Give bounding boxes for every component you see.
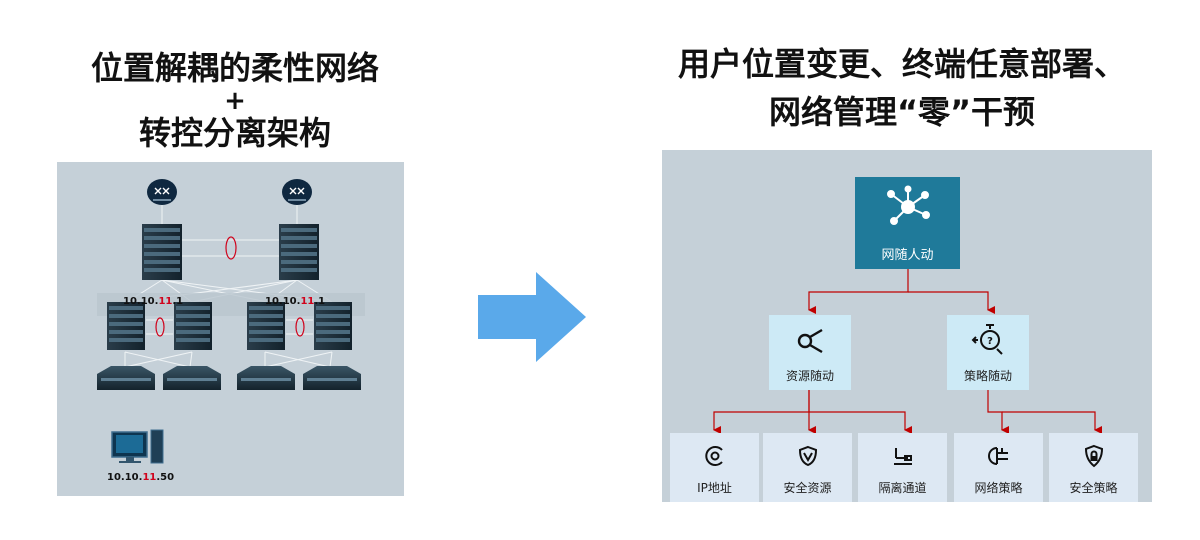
leaf-ip-address-label: IP地址 — [697, 481, 732, 495]
left-group-ip: 10.10.11.1 — [123, 296, 184, 307]
left-title-line1: 位置解耦的柔性网络 — [90, 49, 379, 87]
policy-timer-icon: ? — [971, 324, 1003, 355]
ip-address-icon — [705, 446, 723, 466]
leaf-isolation-channel: 隔离通道 — [858, 433, 947, 502]
core-stack-ring — [225, 236, 237, 260]
terminal-ip: 10.10.11.50 — [107, 472, 175, 483]
terminal-pc-icon — [111, 429, 164, 464]
left-title-plus: + — [224, 85, 246, 116]
isolation-channel-icon — [894, 448, 912, 465]
root-node: 网随人动 — [855, 177, 960, 269]
root-label: 网随人动 — [881, 248, 934, 263]
left-title: 位置解耦的柔性网络 + 转控分离架构 — [60, 48, 410, 155]
leaf-network-policy: 网络策略 — [954, 433, 1043, 502]
leaf-isolation-channel-label: 隔离通道 — [878, 481, 927, 495]
aggregation-switch-group-left — [107, 302, 212, 350]
network-topology-panel: 10.10.11.1 10.10.11.1 10.10.11.50 — [57, 162, 404, 496]
right-title: 用户位置变更、终端任意部署、 网络管理“零”干预 — [662, 40, 1142, 136]
architecture-panel: 网随人动 资源随动 ? 策略随动 — [662, 150, 1152, 502]
leaf-security-resource-label: 安全资源 — [783, 481, 832, 495]
leaf-security-resource: 安全资源 — [763, 433, 852, 502]
access-switches — [97, 366, 361, 390]
left-title-line3: 转控分离架构 — [138, 113, 331, 152]
network-hub-icon — [887, 185, 930, 225]
right-title-line1: 用户位置变更、终端任意部署、 — [677, 45, 1126, 83]
network-policy-icon — [988, 447, 1008, 465]
leaf-network-policy-label: 网络策略 — [974, 481, 1023, 495]
router-right — [282, 179, 312, 205]
leaf-ip-address: IP地址 — [670, 433, 759, 502]
right-title-line2: 网络管理“零”干预 — [768, 93, 1036, 131]
hierarchy-connectors — [713, 269, 1102, 434]
share-node-icon — [797, 328, 823, 354]
branch-resource-label: 资源随动 — [785, 369, 834, 383]
core-switch-left — [142, 224, 182, 280]
network-topology-diagram — [97, 179, 365, 464]
network-links — [124, 205, 333, 368]
leaf-security-policy-label: 安全策略 — [1069, 481, 1118, 495]
security-lock-icon — [1084, 444, 1104, 468]
shield-icon — [798, 445, 818, 467]
branch-policy: ? 策略随动 — [947, 315, 1029, 390]
branch-policy-label: 策略随动 — [963, 369, 1012, 383]
aggregation-stack-ring-left — [155, 317, 165, 337]
aggregation-stack-ring-right — [295, 317, 305, 337]
leaf-security-policy: 安全策略 — [1049, 433, 1138, 502]
router-left — [147, 179, 177, 205]
svg-text:?: ? — [987, 336, 993, 347]
core-switch-right — [279, 224, 319, 280]
aggregation-switch-group-right — [247, 302, 352, 350]
right-group-ip: 10.10.11.1 — [265, 296, 326, 307]
right-arrow-icon — [478, 272, 586, 362]
branch-resource: 资源随动 — [769, 315, 851, 390]
